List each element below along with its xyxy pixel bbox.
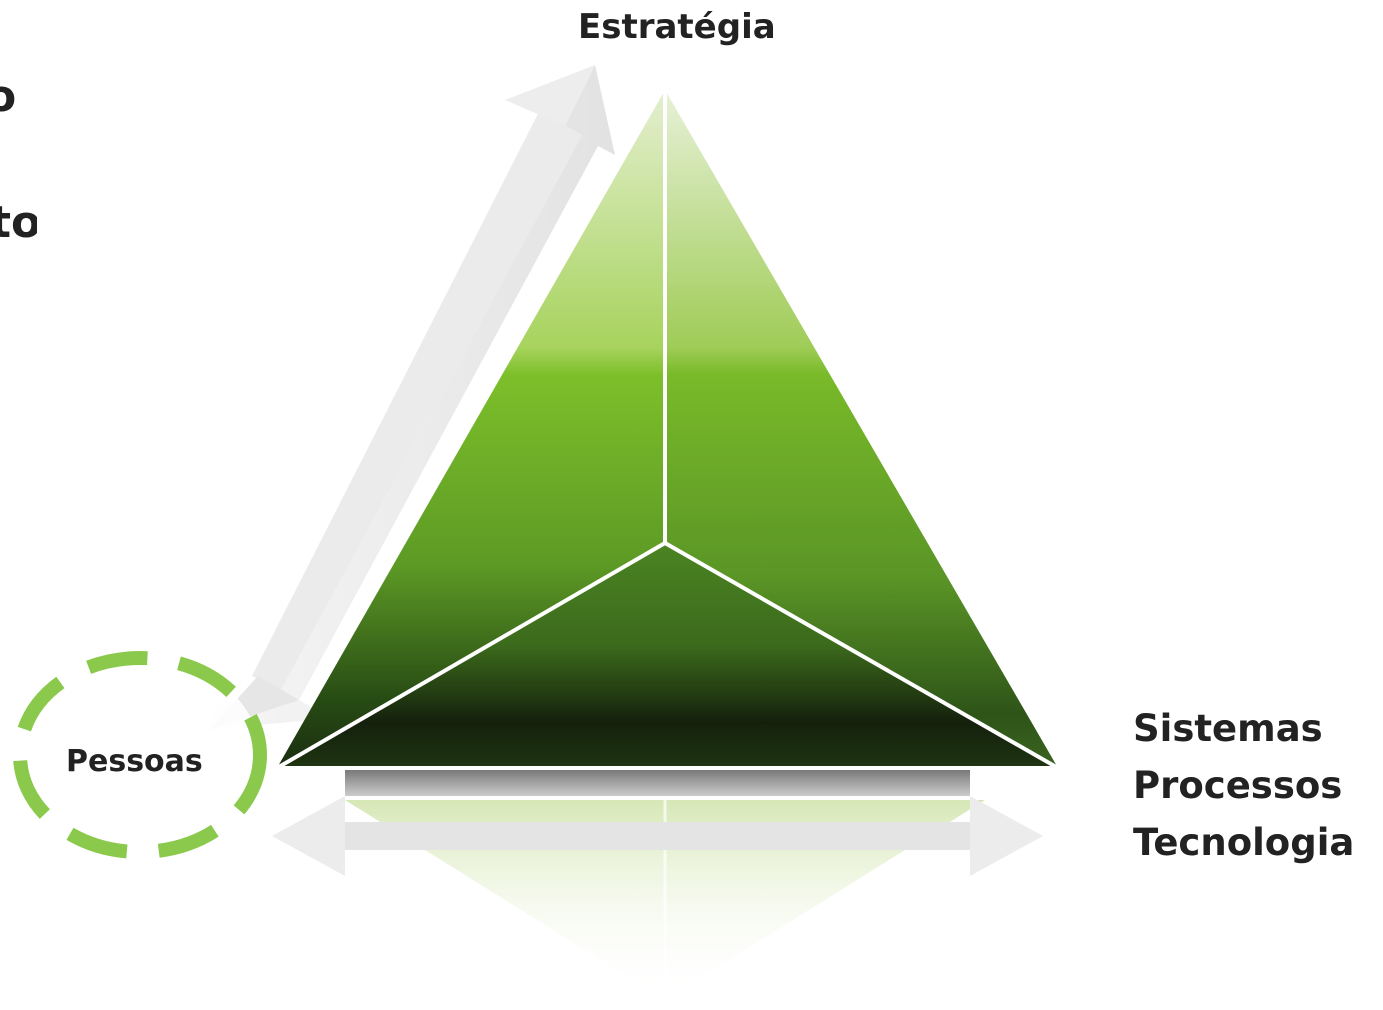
clipped-text-line-1: o [0, 72, 16, 122]
pyramid [275, 90, 1059, 770]
label-systems-group: Sistemas Processos Tecnologia [1133, 700, 1354, 871]
pyramid-base-shadow [345, 768, 970, 796]
label-technology: Tecnologia [1133, 821, 1355, 864]
label-strategy: Estratégia [578, 7, 776, 47]
clipped-text-2: to [0, 198, 37, 248]
label-people: Pessoas [66, 744, 203, 779]
label-systems: Sistemas [1133, 707, 1323, 750]
pyramid-face-bottom [277, 543, 1058, 768]
clipped-text-line-2: to [0, 198, 37, 248]
dashed-circle-highlight [13, 651, 267, 859]
label-processes: Processos [1133, 764, 1343, 807]
clipped-text-1: o [0, 72, 16, 122]
